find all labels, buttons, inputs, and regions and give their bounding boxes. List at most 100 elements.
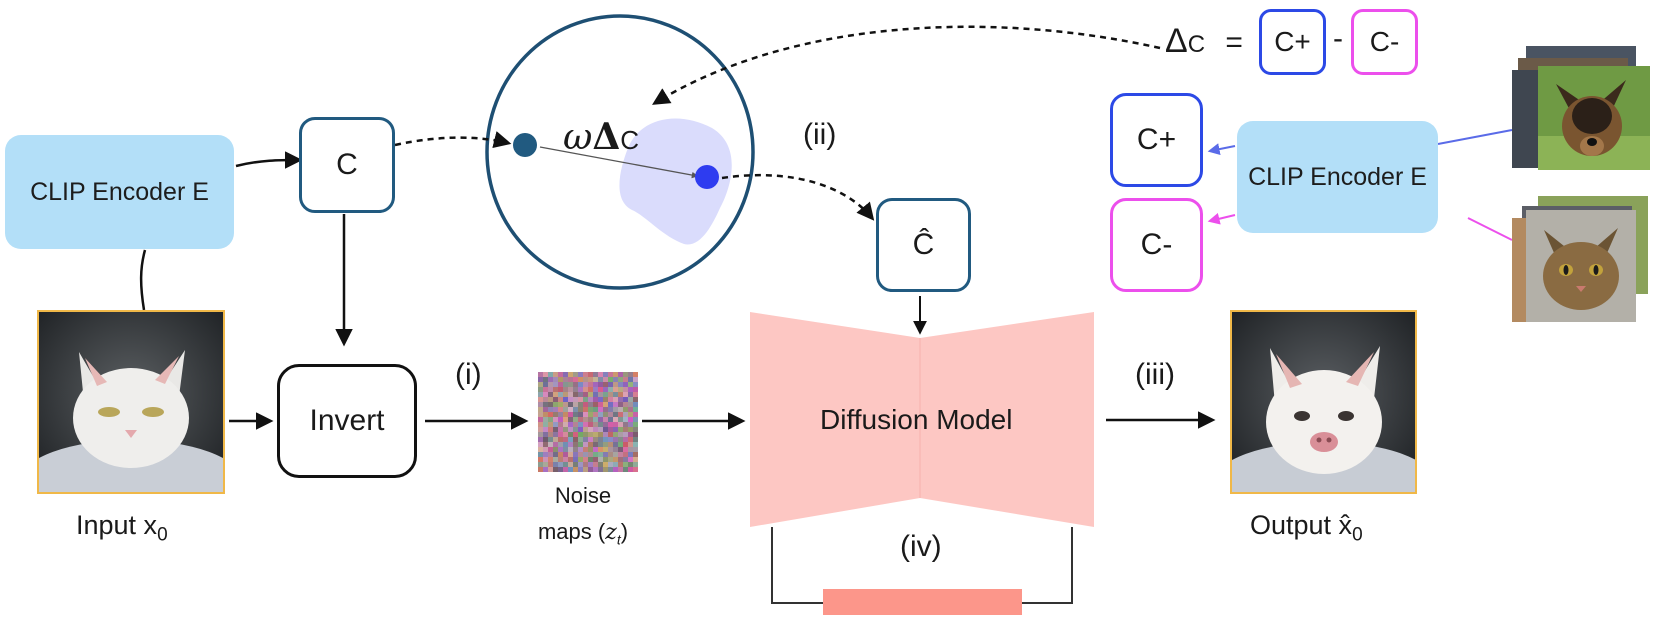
noise-pixel (558, 412, 563, 417)
noise-pixel (623, 457, 628, 462)
clip-encoder-right: CLIP Encoder E (1237, 121, 1438, 233)
noise-pixel (608, 412, 613, 417)
noise-pixel (553, 392, 558, 397)
noise-pixel (588, 387, 593, 392)
noise-pixel (598, 462, 603, 467)
noise-pixel (563, 377, 568, 382)
noise-pixel (618, 457, 623, 462)
noise-pixel (593, 402, 598, 407)
noise-pixel (593, 387, 598, 392)
noise-pixel (588, 462, 593, 467)
noise-pixel (633, 392, 638, 397)
noise-pixel (608, 402, 613, 407)
noise-pixel (563, 397, 568, 402)
noise-pixel (623, 437, 628, 442)
noise-pixel (578, 457, 583, 462)
clip-encoder-left-label: CLIP Encoder E (30, 177, 209, 206)
noise-pixel (603, 457, 608, 462)
noise-pixel (598, 412, 603, 417)
noise-pixel (613, 427, 618, 432)
minus-sign: - (1333, 22, 1343, 55)
step-i-label: (i) (455, 358, 482, 391)
noise-pixel (568, 442, 573, 447)
noise-pixel (553, 457, 558, 462)
noise-pixel (543, 392, 548, 397)
noise-pixel (568, 452, 573, 457)
noise-pixel (633, 412, 638, 417)
noise-pixel (613, 442, 618, 447)
noise-caption: Noise maps (zt) (528, 478, 638, 557)
noise-pixel (603, 442, 608, 447)
input-caption-subscript: 0 (157, 524, 168, 546)
noise-pixel (583, 387, 588, 392)
cat-photo (1526, 210, 1636, 322)
noise-pixel (573, 412, 578, 417)
noise-pixel (578, 427, 583, 432)
noise-pixel (618, 387, 623, 392)
noise-pixel (598, 427, 603, 432)
noise-pixel (608, 437, 613, 442)
noise-pixel (573, 447, 578, 452)
noise-pixel (578, 467, 583, 472)
dog-image-stack (1512, 46, 1652, 176)
noise-pixel (628, 432, 633, 437)
noise-pixel (538, 417, 543, 422)
noise-pixel (578, 377, 583, 382)
noise-pixel (538, 437, 543, 442)
noise-pixel (608, 397, 613, 402)
c-minus-label: C- (1140, 228, 1173, 261)
noise-pixel (623, 427, 628, 432)
noise-pixel (553, 417, 558, 422)
noise-pixel (548, 467, 553, 472)
noise-pixel (593, 422, 598, 427)
noise-pixel (618, 397, 623, 402)
noise-pixel (633, 452, 638, 457)
noise-pixel (578, 397, 583, 402)
target-region-blob (619, 118, 732, 245)
noise-pixel (543, 412, 548, 417)
invert-box: Invert (277, 364, 417, 478)
noise-pixel (593, 447, 598, 452)
noise-pixel (563, 422, 568, 427)
clip-encoder-right-label: CLIP Encoder E (1248, 162, 1427, 191)
clip-encoder-left: CLIP Encoder E (5, 135, 234, 249)
noise-pixel (583, 412, 588, 417)
noise-pixel (633, 422, 638, 427)
noise-pixel (608, 452, 613, 457)
noise-pixel (553, 437, 558, 442)
noise-pixel (553, 377, 558, 382)
noise-pixel (633, 402, 638, 407)
noise-pixel (548, 387, 553, 392)
noise-pixel (613, 422, 618, 427)
c-minus-box: C- (1110, 198, 1203, 292)
noise-pixel (563, 462, 568, 467)
noise-pixel (593, 467, 598, 472)
noise-pixel (588, 412, 593, 417)
noise-pixel (603, 467, 608, 472)
noise-pixel (553, 397, 558, 402)
noise-pixel (553, 427, 558, 432)
noise-pixel (598, 382, 603, 387)
noise-pixel (563, 447, 568, 452)
noise-pixel (618, 402, 623, 407)
noise-pixel (543, 467, 548, 472)
noise-pixel (578, 422, 583, 427)
noise-pixel (598, 417, 603, 422)
noise-pixel (603, 427, 608, 432)
noise-pixel (568, 462, 573, 467)
noise-pixel (628, 407, 633, 412)
noise-pixel (563, 392, 568, 397)
noise-pixel (628, 452, 633, 457)
noise-pixel (543, 377, 548, 382)
noise-pixel (588, 432, 593, 437)
noise-pixel (558, 372, 563, 377)
noise-pixel (608, 387, 613, 392)
noise-pixel (608, 447, 613, 452)
noise-pixel (593, 432, 598, 437)
noise-pixel (618, 427, 623, 432)
noise-pixel (588, 427, 593, 432)
noise-pixel (548, 437, 553, 442)
noise-pixel (628, 377, 633, 382)
noise-pixel (553, 467, 558, 472)
noise-pixel (558, 457, 563, 462)
